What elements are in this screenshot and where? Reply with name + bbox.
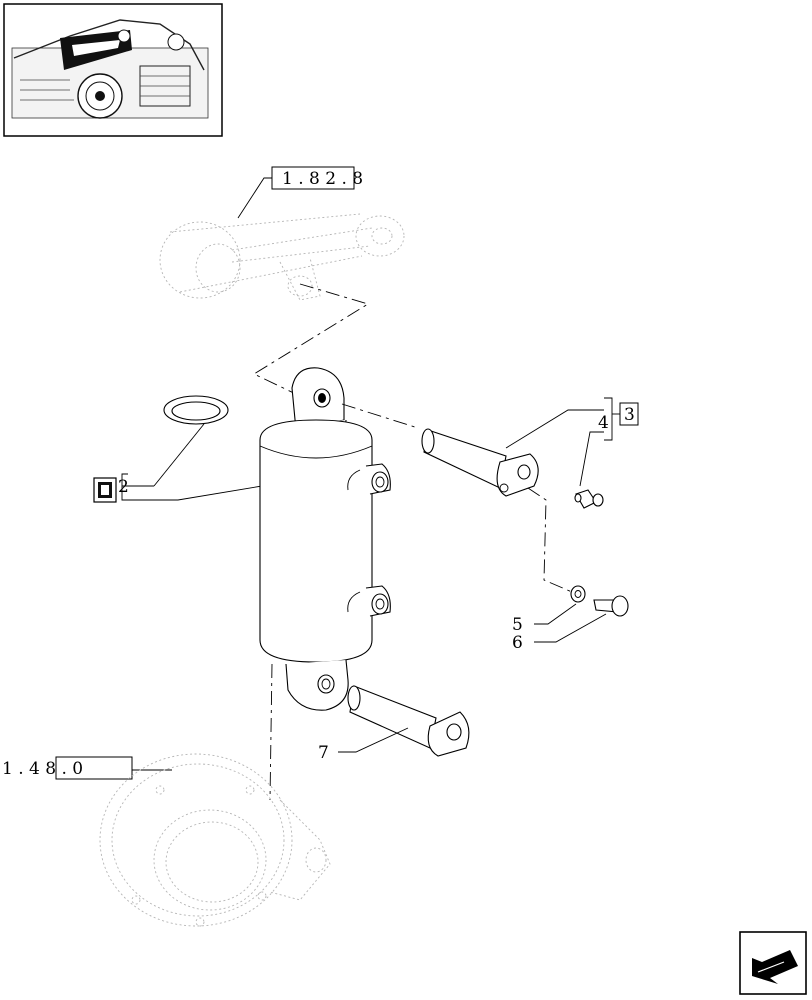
grease-nipple [574, 489, 604, 509]
hydraulic-cylinder [259, 367, 391, 711]
axis-bolt [527, 487, 573, 593]
reference-bottom-text: 1 . 4 8 . 0 [2, 759, 83, 779]
callout-6-text: 6 [512, 633, 523, 653]
washer [570, 585, 586, 603]
location-thumbnail [3, 3, 223, 137]
callout-4-text: 4 [598, 413, 609, 433]
callout-5-text: 5 [512, 615, 523, 635]
callout-4[interactable]: 4 [505, 397, 620, 487]
seal-kit-icon [93, 477, 117, 503]
callout-5[interactable]: 5 [512, 603, 577, 635]
tractor-thumbnail-icon [11, 19, 209, 119]
ghost-lift-arm [159, 213, 405, 301]
lower-pin [347, 685, 470, 757]
bolt [593, 595, 629, 617]
callout-6[interactable]: 6 [512, 613, 607, 653]
axis-upper-pin [341, 403, 419, 429]
axis-top [253, 283, 370, 397]
callout-2[interactable]: 2 [118, 473, 263, 501]
callout-2-text: 2 [118, 477, 129, 497]
callout-3-text: 3 [624, 405, 635, 425]
page-arrow-icon[interactable] [739, 931, 807, 995]
axis-bottom [269, 663, 273, 801]
callout-7[interactable]: 7 [318, 727, 409, 763]
ghost-lower-bracket [99, 753, 331, 927]
reference-bottom[interactable]: 1 . 4 8 . 0 [2, 756, 172, 780]
callout-3[interactable]: 3 [619, 402, 639, 426]
callout-7-text: 7 [318, 743, 329, 763]
leader-2-a [153, 423, 205, 487]
reference-top-text: 1 . 8 2 . 8 [282, 169, 363, 189]
o-ring [163, 395, 229, 425]
reference-top[interactable]: 1 . 8 2 . 8 [237, 166, 363, 219]
upper-pin [421, 428, 539, 497]
